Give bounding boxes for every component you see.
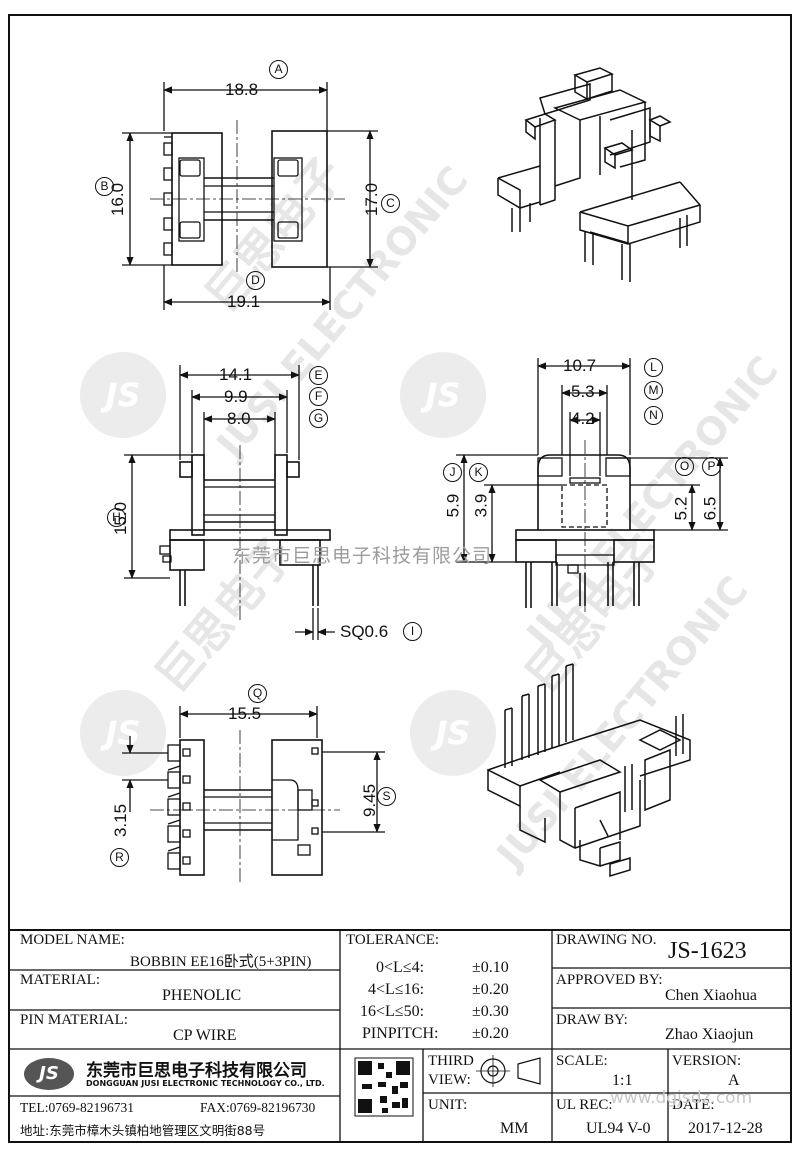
callout-s: S: [377, 787, 396, 806]
third-view-label-2: VIEW:: [428, 1072, 471, 1088]
dimension-e: 14.1: [219, 365, 253, 384]
tolerance-range-4: PINPITCH:: [362, 1025, 439, 1042]
front-view: [124, 365, 335, 640]
date-label: DATE:: [672, 1097, 715, 1113]
model-name-value: BOBBIN EE16卧式(5+3PIN): [130, 954, 312, 970]
version-label: VERSION:: [672, 1053, 742, 1069]
dimension-j: 5.9: [443, 493, 463, 518]
dimension-f: 9.9: [224, 387, 248, 406]
approved-by-label: APPROVED BY:: [556, 972, 663, 988]
material-value: PHENOLIC: [162, 987, 242, 1004]
callout-j: J: [443, 463, 462, 482]
scale-value: 1:1: [612, 1072, 633, 1089]
dimension-a: 18.8: [225, 80, 259, 99]
scale-label: SCALE:: [556, 1053, 608, 1069]
callout-p: P: [702, 457, 721, 476]
drawing-no-value: JS-1623: [668, 938, 747, 964]
drawing-sheet: [8, 14, 792, 1143]
pin-material-value: CP WIRE: [173, 1027, 237, 1044]
callout-g: G: [309, 409, 328, 428]
bottom-view: [122, 706, 385, 885]
version-value: A: [728, 1072, 740, 1089]
top-view: [122, 82, 378, 310]
watermark-logo: JS: [400, 352, 486, 438]
dimension-m: 5.3: [571, 382, 595, 401]
pin-material-label: PIN MATERIAL:: [20, 1012, 128, 1028]
dimension-o: 5.2: [671, 496, 691, 521]
callout-b: B: [95, 177, 114, 196]
ul-rec-value: UL94 V-0: [586, 1120, 651, 1137]
company-address: 地址:东莞市樟木头镇柏地管理区文明街88号: [20, 1123, 266, 1138]
unit-label: UNIT:: [428, 1097, 468, 1113]
dimension-p: 6.5: [700, 496, 720, 521]
company-logo: JS: [24, 1058, 74, 1090]
watermark-company-overlay: 东莞市巨思电子科技有限公司: [232, 545, 493, 567]
callout-q: Q: [248, 684, 267, 703]
dimension-c: 17.0: [362, 182, 382, 217]
third-view-label-1: THIRD: [428, 1053, 474, 1069]
tolerance-value-4: ±0.20: [472, 1025, 509, 1042]
tolerance-range-1: 0<L≤4:: [376, 959, 425, 976]
dimension-r: 3.15: [111, 803, 131, 838]
callout-o: O: [675, 457, 694, 476]
draw-by-label: DRAW BY:: [556, 1012, 628, 1028]
callout-r: R: [110, 848, 129, 867]
isometric-view-top: [497, 67, 701, 282]
isometric-view-bottom: [487, 663, 691, 878]
company-name-cn: 东莞市巨思电子科技有限公司: [86, 1061, 307, 1081]
dimension-n: 4.2: [571, 409, 595, 428]
dimension-q: 15.5: [228, 704, 262, 723]
ul-rec-label: UL REC:: [556, 1097, 613, 1113]
dimension-k: 3.9: [471, 493, 491, 518]
watermark-site: www.dgjsdz.com: [610, 1088, 753, 1108]
callout-n: N: [644, 406, 663, 425]
tolerance-value-3: ±0.30: [472, 1003, 509, 1020]
drawing-no-label: DRAWING NO.: [556, 932, 657, 948]
callout-f: F: [309, 387, 328, 406]
company-fax: FAX:0769-82196730: [200, 1100, 316, 1115]
approved-by-value: Chen Xiaohua: [665, 987, 757, 1004]
draw-by-value: Zhao Xiaojun: [665, 1026, 754, 1043]
callout-c: C: [381, 194, 400, 213]
dimension-s: 9.45: [360, 783, 380, 818]
tolerance-value-1: ±0.10: [472, 959, 509, 976]
callout-e: E: [309, 366, 328, 385]
watermark-logo: JS: [410, 690, 496, 776]
watermark-logo: JS: [80, 352, 166, 438]
side-view: [456, 358, 728, 612]
model-name-label: MODEL NAME:: [20, 932, 125, 948]
callout-m: M: [644, 381, 663, 400]
material-label: MATERIAL:: [20, 972, 100, 988]
callout-a: A: [269, 60, 288, 79]
callout-d: D: [246, 271, 265, 290]
tolerance-range-2: 4<L≤16:: [368, 981, 425, 998]
callout-i: I: [403, 622, 422, 641]
company-tel: TEL:0769-82196731: [20, 1100, 134, 1115]
company-name-en: DONGGUAN JUSI ELECTRONIC TECHNOLOGY CO.,…: [86, 1079, 325, 1088]
date-value: 2017-12-28: [688, 1120, 763, 1137]
callout-h: H: [107, 508, 126, 527]
callout-k: K: [469, 463, 488, 482]
tolerance-range-3: 16<L≤50:: [360, 1003, 425, 1020]
title-block-grid: [8, 929, 792, 1143]
dimension-g: 8.0: [227, 409, 251, 428]
watermark-logo: JS: [80, 690, 166, 776]
callout-l: L: [644, 358, 663, 377]
dimension-l: 10.7: [563, 356, 597, 375]
tolerance-label: TOLERANCE:: [346, 932, 440, 948]
dimension-d: 19.1: [227, 292, 261, 311]
tolerance-value-2: ±0.20: [472, 981, 509, 998]
dimension-i: SQ0.6: [340, 622, 389, 641]
unit-value: MM: [500, 1120, 529, 1137]
